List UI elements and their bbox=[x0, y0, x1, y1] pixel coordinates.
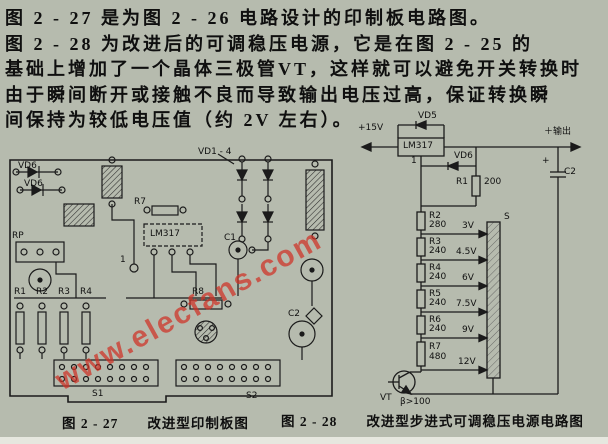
diagram-label: R5 bbox=[429, 289, 441, 299]
diagram-label: R8 bbox=[192, 287, 204, 297]
switch-s2-footprint bbox=[175, 359, 281, 387]
paragraph-line: 间保持为较低电压值（约 2V 左右）。 bbox=[5, 110, 354, 130]
diagram-label: R3 bbox=[429, 237, 441, 247]
paragraph-line: 基础上增加了一个晶体三极管VT，这样就可以避免开关转换时 bbox=[5, 59, 583, 79]
diagram-label: R1 bbox=[456, 177, 468, 187]
diagram-label: VD6 bbox=[454, 151, 473, 161]
resistor-r1-r4-footprints bbox=[15, 302, 91, 359]
diagram-label: 1 bbox=[411, 156, 417, 166]
resistor-r1 bbox=[421, 166, 481, 207]
diode-vd1-4-footprints bbox=[217, 153, 274, 243]
diode-vd6-footprints bbox=[12, 165, 66, 197]
diagram-label: 4.5V bbox=[456, 247, 477, 257]
diagram-label: 6V bbox=[462, 273, 474, 283]
diagram-label: R1 bbox=[14, 287, 26, 297]
diagram-label: 480 bbox=[429, 352, 447, 362]
switch-s1-footprint bbox=[53, 359, 159, 387]
paragraph-line: 由于瞬间断开或接触不良而导致输出电压过高，保证转换瞬 bbox=[5, 84, 551, 105]
selector-switch bbox=[486, 221, 501, 394]
diagram-label: 1 bbox=[120, 255, 126, 265]
page-edge bbox=[0, 437, 608, 444]
diagram-label: 240 bbox=[429, 324, 447, 334]
diagram-label: R4 bbox=[80, 287, 92, 297]
paragraph-line: 图 2 - 27 是为图 2 - 26 电路设计的印制板电路图。 bbox=[5, 8, 491, 28]
diagram-label: R7 bbox=[134, 197, 146, 207]
diagram-label: S bbox=[504, 212, 510, 222]
diagram-label: RP bbox=[12, 231, 24, 241]
resistor-r8-footprint bbox=[180, 299, 232, 310]
capacitor-c2-footprint bbox=[288, 307, 323, 360]
board-outline bbox=[9, 159, 333, 403]
transistor-footprint bbox=[194, 320, 218, 344]
diagram-label: C2 bbox=[288, 309, 301, 319]
diode-vd5 bbox=[397, 120, 445, 138]
diagram-label: 240 bbox=[429, 272, 447, 282]
pcb-drawing bbox=[9, 153, 333, 403]
diagram-label: S1 bbox=[92, 389, 104, 399]
schematic-figure-caption: 图 2 - 28 改进型步进式可调稳压电源电路图 bbox=[281, 414, 584, 429]
diagram-label: ＋输出 bbox=[544, 127, 572, 137]
diagram-label: VT bbox=[380, 393, 392, 403]
diagram-label: VD6 bbox=[24, 179, 43, 189]
diagram-label: + bbox=[542, 156, 550, 166]
diagram-label: R2 bbox=[429, 211, 441, 221]
capacitor-c2 bbox=[550, 147, 566, 394]
diagram-label: R4 bbox=[429, 263, 441, 273]
diagram-label: R3 bbox=[58, 287, 70, 297]
input-terminal bbox=[360, 141, 398, 153]
output-terminal bbox=[444, 141, 582, 153]
diagram-label: VD5 bbox=[418, 111, 437, 121]
diagram-label: 3V bbox=[462, 221, 474, 231]
diagram-label: C2 bbox=[564, 167, 577, 177]
pcb-figure-caption: 图 2 - 27 改进型印制板图 bbox=[62, 416, 249, 431]
diagram-label: 12V bbox=[458, 357, 476, 367]
diode-vd6 bbox=[421, 147, 477, 171]
diagram-label: VD6 bbox=[18, 161, 37, 171]
diagram-label: R7 bbox=[429, 342, 441, 352]
diagram-label: VD1 - 4 bbox=[198, 147, 232, 157]
transistor-vt bbox=[388, 370, 421, 395]
diagram-label: LM317 bbox=[150, 229, 180, 239]
resistor-r7-footprint bbox=[143, 205, 187, 216]
intro-paragraph: 图 2 - 27 是为图 2 - 26 电路设计的印制板电路图。图 2 - 28… bbox=[5, 6, 605, 134]
diagram-label: 9V bbox=[462, 325, 474, 335]
capacitor-c1-footprint bbox=[228, 240, 248, 260]
schematic-drawing bbox=[360, 120, 582, 395]
diagram-label: 280 bbox=[429, 220, 447, 230]
diagram-label: 200 bbox=[484, 177, 502, 187]
diagram-label: R6 bbox=[429, 315, 441, 325]
paragraph-line: 图 2 - 28 为改进后的可调稳压电源，它是在图 2 - 25 的 bbox=[5, 33, 533, 54]
diagram-label: 7.5V bbox=[456, 299, 477, 309]
diagram-label: +15V bbox=[358, 123, 384, 133]
diagram-label: C1 bbox=[224, 233, 237, 243]
diagram-label: R2 bbox=[36, 287, 48, 297]
diagram-label: S2 bbox=[246, 391, 258, 401]
diagram-label: 240 bbox=[429, 298, 447, 308]
diagram-label: 240 bbox=[429, 246, 447, 256]
potentiometer-rp-footprint bbox=[15, 241, 65, 263]
resistor-chain bbox=[416, 211, 489, 375]
diagram-label: LM317 bbox=[403, 141, 433, 151]
diagram-label: β>100 bbox=[400, 397, 431, 407]
